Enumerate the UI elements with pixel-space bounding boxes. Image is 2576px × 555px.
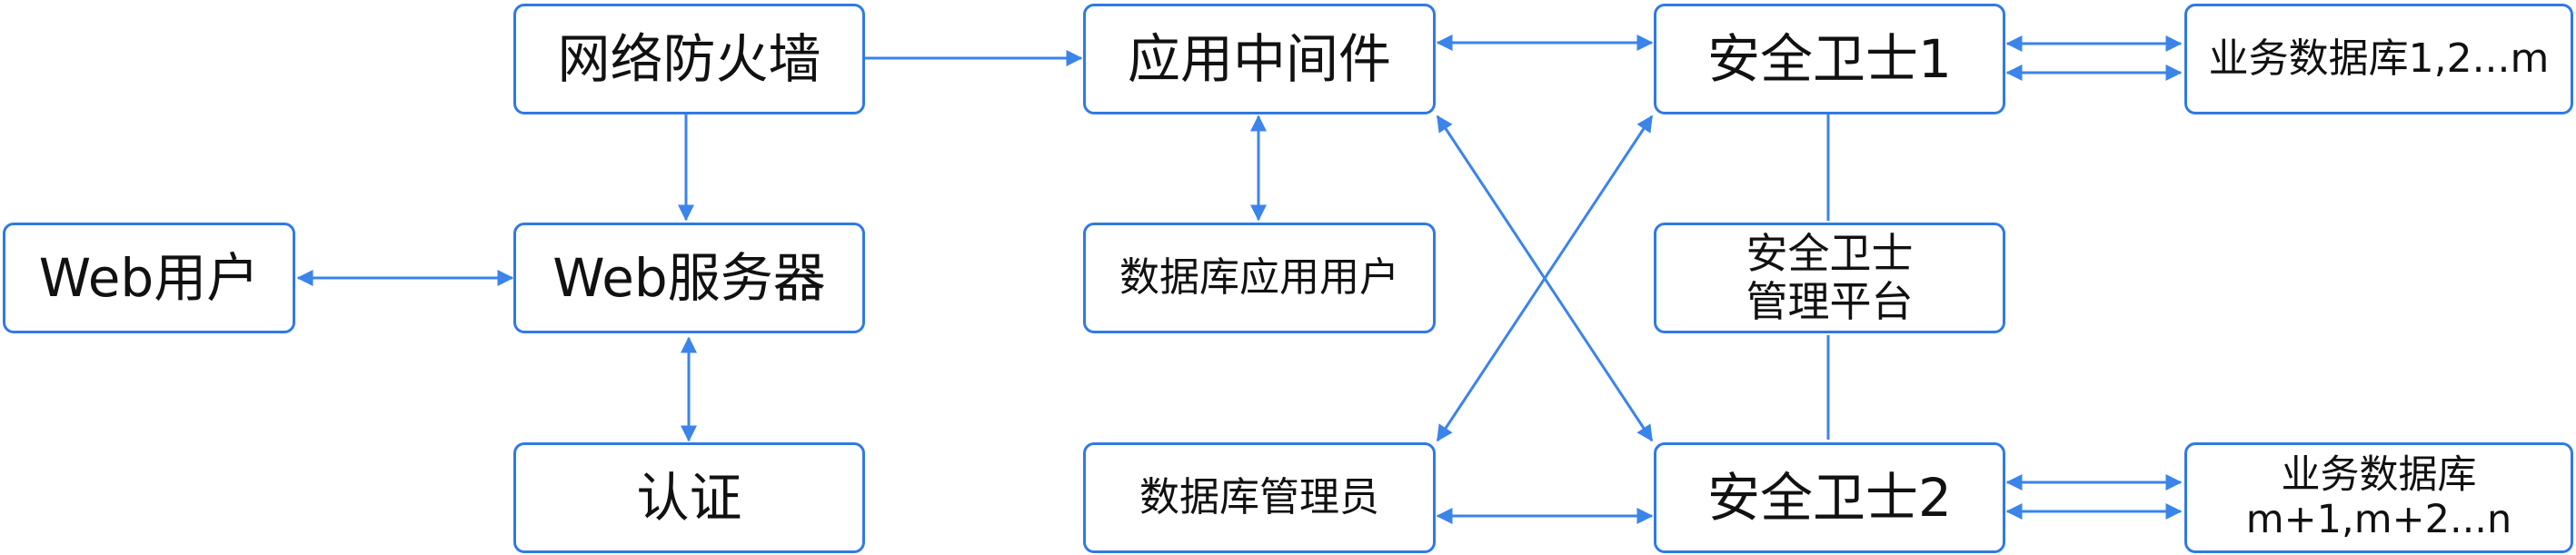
biz-db-2-label-line2: m+1,m+2...n [2245, 497, 2512, 542]
middleware-label: 应用中间件 [1127, 27, 1391, 90]
middleware-node: 应用中间件 [1083, 4, 1436, 114]
db-app-user-node: 数据库应用用户 [1083, 223, 1436, 333]
web-server-label: Web服务器 [552, 246, 826, 309]
guard-mgmt-label-line2: 管理平台 [1746, 277, 1914, 326]
arrow-db-admin-guard1 [1436, 114, 1654, 442]
guard1-node: 安全卫士1 [1654, 4, 2005, 114]
biz-db-1-node: 业务数据库1,2...m [2184, 4, 2573, 114]
guard2-label: 安全卫士2 [1707, 466, 1952, 529]
biz-db-2-node: 业务数据库 m+1,m+2...n [2184, 442, 2573, 553]
firewall-label: 网络防火墙 [557, 27, 821, 90]
biz-db-1-label: 业务数据库1,2...m [2208, 35, 2550, 82]
guard1-label: 安全卫士1 [1707, 27, 1952, 90]
guard-mgmt-label-line1: 安全卫士 [1746, 229, 1914, 279]
web-server-node: Web服务器 [513, 223, 865, 333]
guard2-node: 安全卫士2 [1654, 442, 2005, 553]
web-user-label: Web用户 [38, 246, 260, 309]
db-admin-node: 数据库管理员 [1083, 442, 1436, 553]
web-user-node: Web用户 [3, 223, 295, 333]
auth-node: 认证 [513, 442, 865, 553]
guard-mgmt-node: 安全卫士 管理平台 [1654, 223, 2005, 333]
firewall-node: 网络防火墙 [513, 4, 865, 114]
auth-label: 认证 [636, 466, 742, 529]
biz-db-2-label-line1: 业务数据库 [2281, 451, 2477, 498]
db-app-user-label: 数据库应用用户 [1119, 253, 1399, 301]
db-admin-label: 数据库管理员 [1139, 473, 1379, 520]
